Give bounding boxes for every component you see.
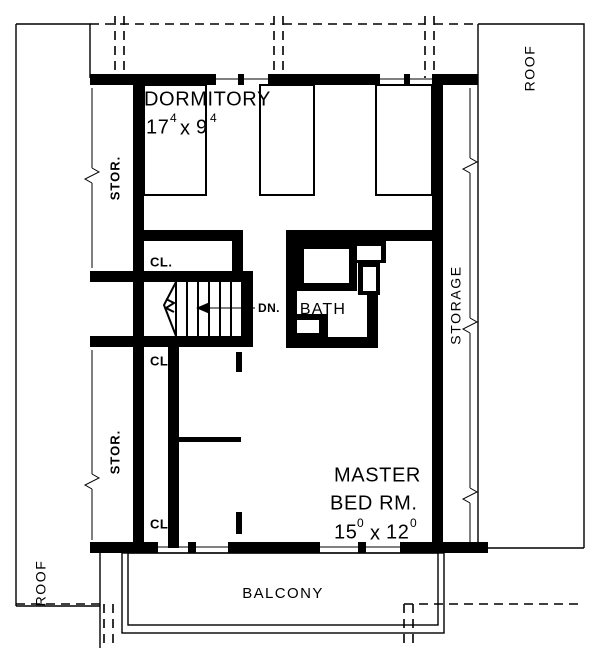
dormitory-dim-height: 9 [196, 116, 208, 138]
room-label-master-bedroom-line2: BED RM. [330, 492, 418, 514]
master-dim-width: 15 [334, 521, 357, 543]
room-label-balcony: BALCONY [242, 585, 324, 602]
label-closet-upper: CL. [150, 254, 172, 269]
label-storage-left-lower: STOR. [107, 430, 122, 475]
bed-icon [259, 84, 315, 196]
master-dim-height: 12 [386, 521, 409, 543]
dormitory-beds [143, 84, 433, 196]
balcony-framing-dashed-lines [16, 603, 584, 648]
label-stair-direction: DN. [258, 301, 280, 315]
label-closet-lower: CL. [150, 516, 172, 531]
bath-fixtures [286, 241, 386, 340]
room-label-bath: BATH [300, 301, 346, 318]
dormitory-dim-height-sup: 4 [210, 111, 217, 125]
balcony-outline [121, 552, 445, 634]
dormitory-dim-width: 17 [146, 116, 169, 138]
label-storage-right: STORAGE [448, 265, 464, 344]
dormitory-dim-sep: x [180, 117, 191, 139]
exterior-walls [90, 74, 488, 553]
label-roof-bottom-left: ROOF [33, 560, 49, 607]
room-label-dormitory: DORMITORY [144, 88, 271, 110]
master-dim-sep: x [370, 522, 381, 544]
master-dim-height-sup: 0 [410, 516, 417, 530]
roof-outline [15, 23, 585, 648]
room-label-master-bedroom-line1: MASTER [334, 464, 421, 486]
roof-framing-dashed-lines [90, 16, 478, 78]
label-closet-mid: CL. [150, 353, 172, 368]
dormitory-dim-width-sup: 4 [170, 111, 177, 125]
bed-icon [375, 84, 433, 196]
bed-icon [143, 84, 207, 196]
staircase [162, 281, 255, 337]
room-dimension-dormitory: 17 4 x 9 4 [146, 111, 217, 139]
break-line-symbols [83, 88, 479, 545]
master-dim-width-sup: 0 [357, 516, 364, 530]
label-storage-left-upper: STOR. [107, 156, 122, 201]
label-roof-top-right: ROOF [522, 45, 538, 92]
stair-arrow-icon [196, 302, 210, 314]
room-dimension-master-bedroom: 15 0 x 12 0 [334, 516, 417, 544]
